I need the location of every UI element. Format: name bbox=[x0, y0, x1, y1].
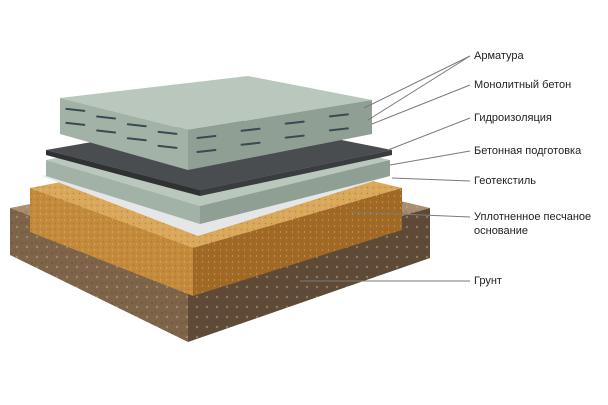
monolithic-concrete-layer bbox=[60, 76, 372, 170]
leader-line bbox=[387, 117, 471, 151]
label-geotextile: Геотекстиль bbox=[474, 175, 537, 187]
rebar-ends bbox=[65, 107, 349, 153]
rebar-end bbox=[96, 129, 117, 134]
label-sand-base: Уплотненное песчаное основание bbox=[474, 211, 592, 237]
rebar-end bbox=[284, 134, 305, 139]
rebar-end bbox=[196, 135, 217, 139]
slab-right bbox=[188, 100, 372, 170]
label-armatura: Арматура bbox=[474, 50, 524, 62]
label-soil: Грунт bbox=[474, 275, 502, 287]
leader-line bbox=[363, 55, 471, 109]
leader-line bbox=[371, 84, 471, 125]
slab-left bbox=[60, 98, 188, 170]
label-waterproofing: Гидроизоляция bbox=[474, 112, 552, 124]
leader-lines bbox=[300, 55, 471, 282]
rebar-end bbox=[240, 127, 261, 132]
rebar-end bbox=[157, 144, 178, 149]
label-concrete-base: Бетонная подготовка bbox=[474, 145, 582, 157]
leader-line bbox=[349, 211, 471, 218]
concrete-base-right bbox=[200, 160, 390, 224]
leader-line bbox=[389, 150, 471, 166]
label-monolithic-concrete: Монолитный бетон bbox=[474, 79, 572, 91]
rebar-end bbox=[157, 130, 178, 135]
rebar-end bbox=[126, 137, 147, 142]
rebar-end bbox=[328, 113, 349, 118]
slab-top bbox=[60, 76, 372, 130]
rebar-end bbox=[65, 107, 86, 112]
membrane-edge bbox=[46, 150, 200, 196]
concrete-base-left bbox=[46, 160, 200, 224]
rebar-end bbox=[240, 141, 261, 146]
leader-line bbox=[367, 55, 471, 121]
rebar-end bbox=[96, 115, 117, 120]
rebar-end bbox=[196, 149, 217, 153]
rebar-end bbox=[328, 127, 349, 132]
leader-line bbox=[391, 177, 471, 182]
rebar-end bbox=[65, 121, 86, 126]
rebar-end bbox=[126, 123, 147, 128]
rebar-end bbox=[284, 120, 305, 125]
